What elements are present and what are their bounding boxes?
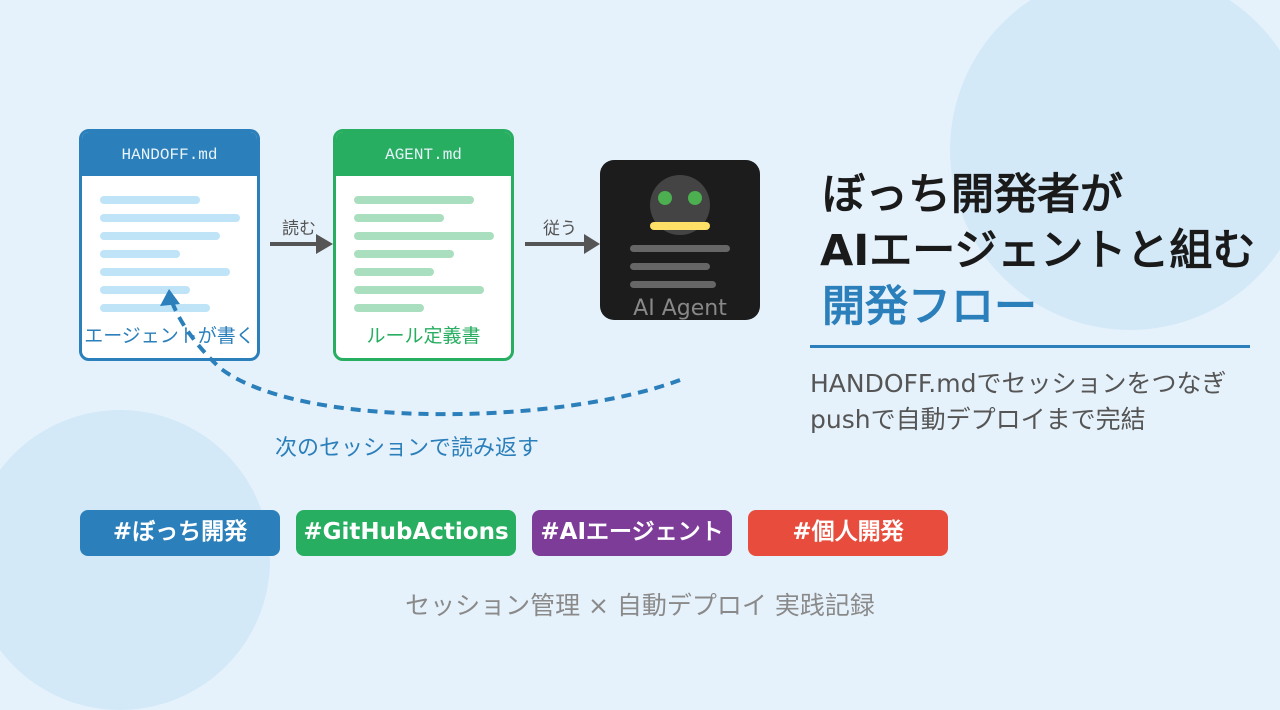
agent-md-card-title: AGENT.md [336,132,511,176]
handoff-card-title: HANDOFF.md [82,132,257,176]
ai-agent-label: AI Agent [633,296,727,320]
follow-label: 従う [543,219,577,239]
subtitle-line1: HANDOFF.mdでセッションをつなぎ [810,369,1227,398]
tag-ai-agent: #AIエージェント [532,510,732,556]
text-line [100,286,190,294]
text-line [354,214,444,222]
text-line [354,196,474,204]
tag-bocchi: #ぼっち開発 [80,510,280,556]
robot-icon [630,175,730,288]
headline-line3: 開発フロー [822,282,1037,332]
text-line [100,196,200,204]
subtitle-line2: pushで自動デプロイまで完結 [810,405,1146,434]
text-line [100,268,230,276]
text-line [100,214,240,222]
decor-circle-top-right [950,0,1280,330]
text-line [354,286,484,294]
agent-md-card: AGENT.md ルール定義書 [333,129,514,361]
headline-divider [810,345,1250,348]
decor-circle-bottom-left [0,410,270,710]
tag-github-actions: #GitHubActions [296,510,516,556]
text-line [354,268,434,276]
read-label: 読む [282,219,316,239]
ai-agent-box: AI Agent [600,160,760,320]
text-line [100,232,220,240]
headline-line1: ぼっち開発者が [822,170,1123,220]
handoff-card-caption: エージェントが書く [84,325,255,347]
text-line [100,304,210,312]
footer-text: セッション管理 × 自動デプロイ 実践記録 [405,591,875,620]
agent-md-card-caption: ルール定義書 [366,325,481,347]
text-line [100,250,180,258]
handoff-card: HANDOFF.md エージェントが書く [79,129,260,361]
text-line [354,250,454,258]
loop-label: 次のセッションで読み返す [275,436,540,461]
text-line [354,232,494,240]
tag-personal-dev: #個人開発 [748,510,948,556]
text-line [354,304,424,312]
headline-line2: AIエージェントと組む [820,226,1256,276]
